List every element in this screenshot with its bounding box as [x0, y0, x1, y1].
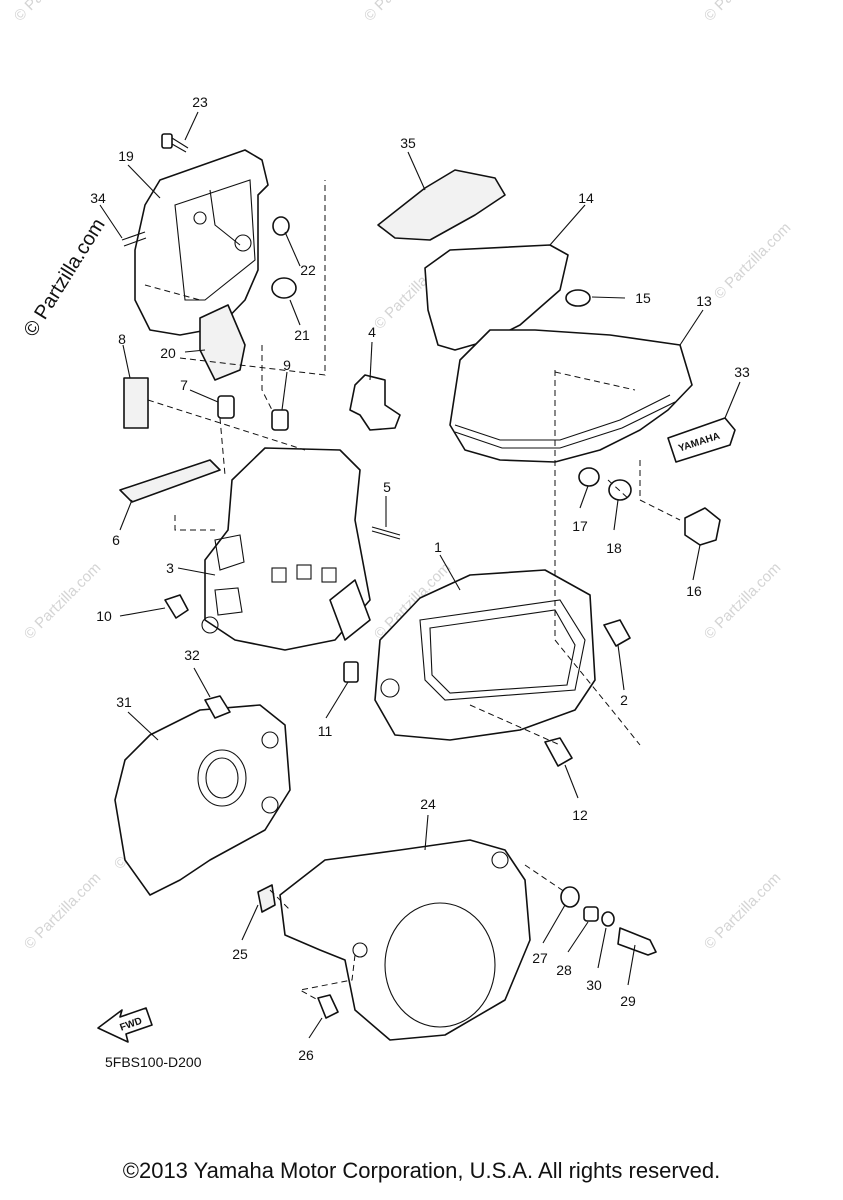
callout-2[interactable]: 2 — [620, 692, 628, 708]
part-29-bolt[interactable] — [617, 927, 657, 956]
watermark-tile: © Partzilla.com — [701, 0, 784, 25]
callout-12[interactable]: 12 — [572, 807, 588, 823]
callout-18[interactable]: 18 — [606, 540, 622, 556]
callout-35[interactable]: 35 — [400, 135, 416, 151]
part-22-grommet[interactable] — [272, 216, 290, 236]
part-16-bolt[interactable] — [684, 507, 721, 546]
part-11-clip[interactable] — [343, 661, 359, 683]
part-24-cover[interactable] — [279, 839, 531, 1041]
callout-28[interactable]: 28 — [556, 962, 572, 978]
part-27-collar[interactable] — [560, 886, 580, 908]
callout-numbers: 1 2 3 4 5 6 7 8 9 10 11 12 13 14 15 16 1… — [90, 94, 750, 1063]
diagram-code: 5FBS100-D200 — [105, 1054, 202, 1070]
callout-3[interactable]: 3 — [166, 560, 174, 576]
callout-9[interactable]: 9 — [283, 357, 291, 373]
part-33-emblem[interactable]: YAMAHA — [667, 417, 736, 463]
fwd-arrow-icon: FWD — [97, 1007, 153, 1043]
callout-27[interactable]: 27 — [532, 950, 548, 966]
part-28-spacer[interactable] — [583, 906, 599, 922]
callout-19[interactable]: 19 — [118, 148, 134, 164]
part-3-box[interactable] — [201, 447, 371, 651]
leader-lines — [99, 111, 741, 1039]
part-8-pad[interactable] — [123, 377, 149, 429]
callout-23[interactable]: 23 — [192, 94, 208, 110]
part-32-bolt[interactable] — [204, 695, 231, 719]
part-20-pad[interactable] — [199, 304, 246, 381]
watermark-tile: © Partzilla.com — [21, 869, 104, 952]
watermark-tile: © Partzilla.com — [701, 869, 784, 952]
part-31-cover[interactable] — [114, 704, 291, 896]
part-13-side-cover[interactable] — [449, 329, 693, 463]
callout-25[interactable]: 25 — [232, 946, 248, 962]
part-25-cap[interactable] — [257, 884, 276, 913]
part-5-screw[interactable] — [371, 526, 401, 540]
partzilla-watermark: © Partzilla.com — [20, 215, 110, 341]
part-34-pin[interactable] — [121, 231, 147, 247]
callout-4[interactable]: 4 — [368, 324, 376, 340]
callout-24[interactable]: 24 — [420, 796, 436, 812]
callout-34[interactable]: 34 — [90, 190, 106, 206]
callout-14[interactable]: 14 — [578, 190, 594, 206]
callout-33[interactable]: 33 — [734, 364, 750, 380]
part-30-washer[interactable] — [601, 911, 615, 927]
callout-7[interactable]: 7 — [180, 377, 188, 393]
callout-30[interactable]: 30 — [586, 977, 602, 993]
part-10-bolt[interactable] — [164, 594, 189, 619]
part-19-cover[interactable] — [134, 149, 269, 336]
watermark-tile: © Partzilla.com — [701, 559, 784, 642]
callout-1[interactable]: 1 — [434, 539, 442, 555]
part-35-pad[interactable] — [377, 169, 506, 241]
callout-20[interactable]: 20 — [160, 345, 176, 361]
part-9-clip[interactable] — [271, 409, 289, 431]
part-14-panel[interactable] — [424, 244, 569, 351]
callout-17[interactable]: 17 — [572, 518, 588, 534]
callout-15[interactable]: 15 — [635, 290, 651, 306]
part-15-grommet[interactable] — [565, 289, 591, 307]
watermark-tile: © Partzilla.com — [361, 0, 444, 25]
callout-21[interactable]: 21 — [294, 327, 310, 343]
part-23-bolt[interactable] — [161, 133, 189, 153]
callout-10[interactable]: 10 — [96, 608, 112, 624]
part-17-nut[interactable] — [578, 467, 600, 487]
part-12-bolt[interactable] — [544, 737, 573, 767]
callout-11[interactable]: 11 — [318, 723, 333, 739]
part-7-clip[interactable] — [217, 395, 235, 419]
callout-5[interactable]: 5 — [383, 479, 391, 495]
watermark-tile: © Partzilla.com — [711, 219, 794, 302]
watermark-tile: © Partzilla.com — [11, 0, 94, 25]
part-6-sheet[interactable] — [119, 459, 221, 503]
assembly-lines — [144, 180, 681, 1001]
callout-16[interactable]: 16 — [686, 583, 702, 599]
part-21-grommet[interactable] — [271, 277, 297, 299]
copyright-footer: ©2013 Yamaha Motor Corporation, U.S.A. A… — [122, 1158, 721, 1183]
part-2-bolt[interactable] — [603, 619, 631, 647]
watermark-tile: © Partzilla.com — [21, 559, 104, 642]
callout-32[interactable]: 32 — [184, 647, 200, 663]
callout-6[interactable]: 6 — [112, 532, 120, 548]
callout-29[interactable]: 29 — [620, 993, 636, 1009]
callout-31[interactable]: 31 — [116, 694, 132, 710]
callout-26[interactable]: 26 — [298, 1047, 314, 1063]
callout-8[interactable]: 8 — [118, 331, 126, 347]
part-26-screw[interactable] — [317, 994, 339, 1019]
callout-22[interactable]: 22 — [300, 262, 316, 278]
callout-13[interactable]: 13 — [696, 293, 712, 309]
part-4-bracket[interactable] — [349, 374, 401, 431]
part-18-grommet[interactable] — [608, 479, 632, 501]
